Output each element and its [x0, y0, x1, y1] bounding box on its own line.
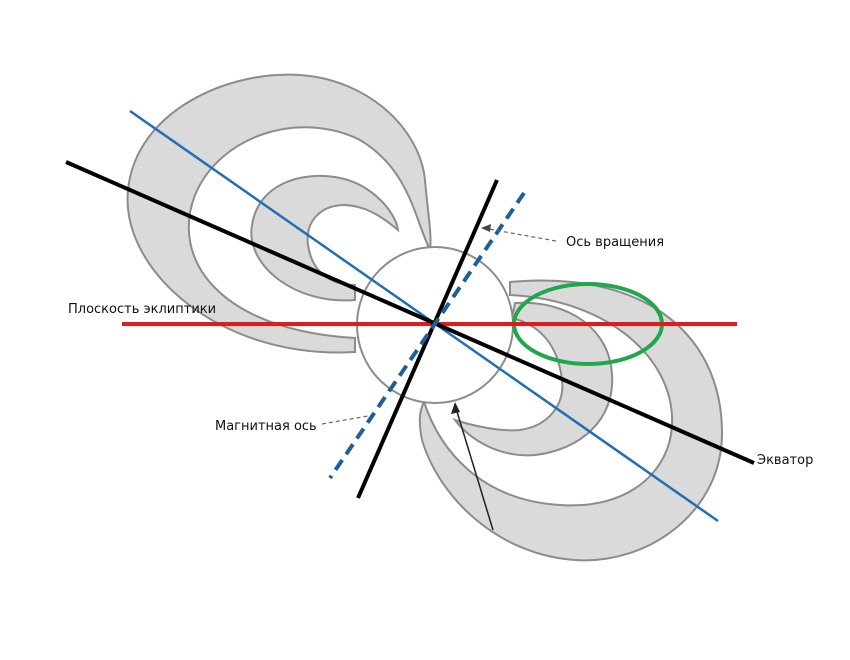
inner-belt-upper-left — [250, 174, 400, 302]
magnetic-axis-label: Магнитная ось — [215, 419, 317, 434]
rotation-axis-line — [356, 179, 499, 499]
rotation-axis-pointer — [482, 227, 557, 242]
equator-line — [65, 160, 755, 465]
rotation-axis-pointer-arrowhead — [481, 224, 491, 232]
equator-label: Экватор — [757, 453, 813, 468]
magnetic-axis-line — [328, 191, 526, 480]
magnetic-axis-pointer — [321, 415, 369, 425]
lower-belt-pointer — [454, 404, 494, 531]
lower-belt-pointer-arrowhead — [451, 402, 460, 414]
pointer-lines — [321, 227, 557, 531]
ecliptic-plane-label: Плоскость эклиптики — [68, 302, 216, 317]
rotation-axis-label: Ось вращения — [566, 235, 664, 250]
outer-belt-upper-left — [126, 73, 432, 354]
magnetic-equator-line — [129, 109, 719, 523]
